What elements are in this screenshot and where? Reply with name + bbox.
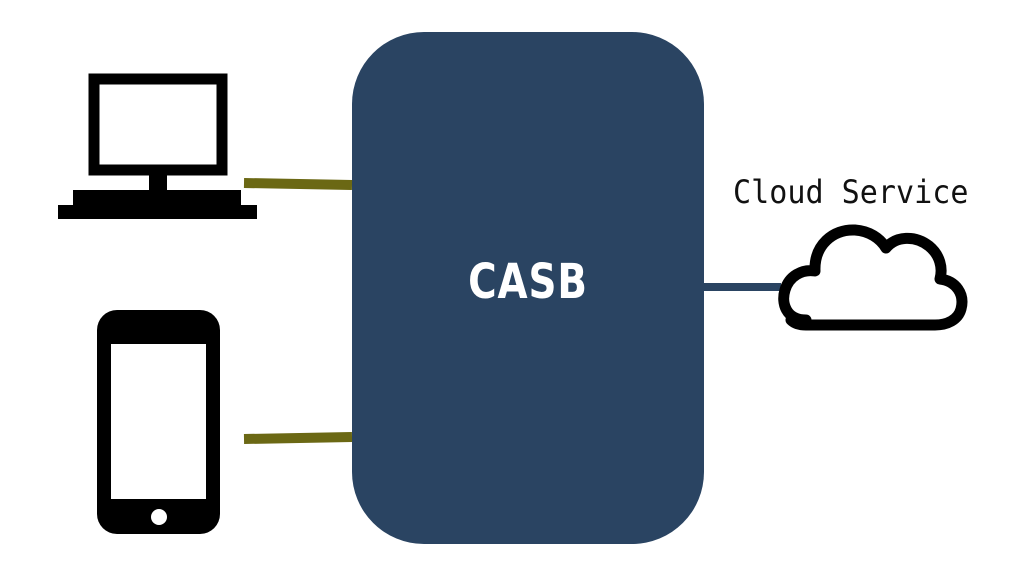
mobile-to-casb-link (243, 432, 353, 444)
smartphone-icon (97, 310, 220, 534)
desktop-computer-icon (58, 73, 257, 219)
desktop-to-casb-link (243, 178, 353, 190)
casb-label: CASB (468, 254, 588, 310)
casb-node (352, 32, 704, 544)
cloud-service-label: Cloud Service (733, 173, 969, 211)
cloud-icon (778, 224, 968, 331)
